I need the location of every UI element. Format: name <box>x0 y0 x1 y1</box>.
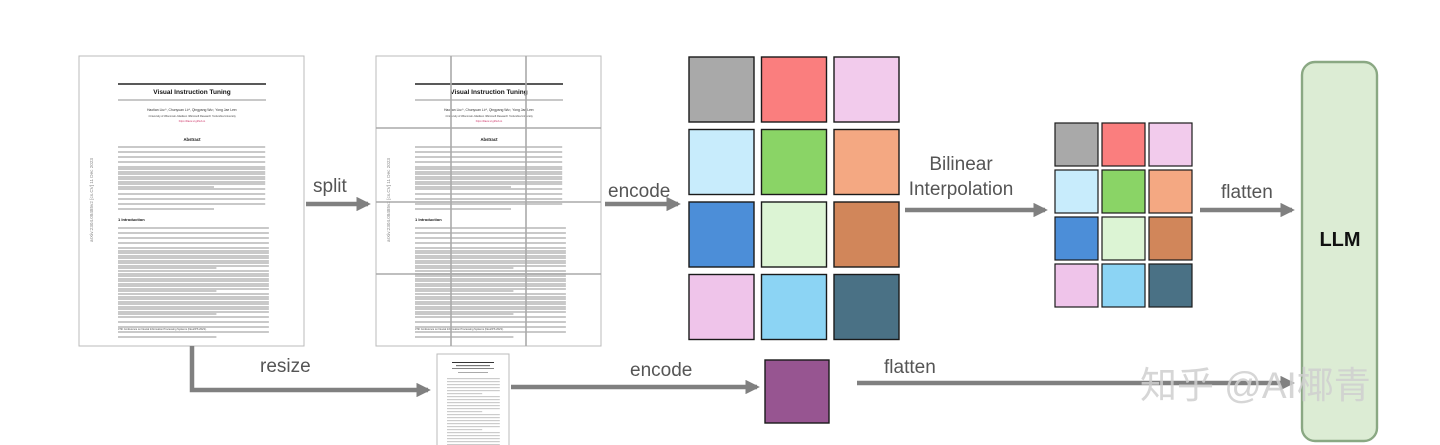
interp-patch-r4-c1 <box>1054 263 1099 308</box>
patch-r1-c1 <box>688 56 755 123</box>
paper-intro-heading: 1 Introduction <box>118 217 145 222</box>
label-resize: resize <box>260 356 311 377</box>
paper-title: Visual Instruction Tuning <box>153 89 230 96</box>
patch-r4-c1 <box>688 273 755 341</box>
arrows <box>189 196 1295 398</box>
paper-page-original: Visual Instruction Tuning Haotian Liu¹*,… <box>78 55 305 347</box>
paper-page-resized <box>436 353 510 445</box>
label-bilinear-line2: Interpolation <box>909 179 1014 200</box>
interp-patch-r4-c2 <box>1101 263 1146 308</box>
interp-patch-r4-c3 <box>1148 263 1193 308</box>
interp-patch-r2-c2 <box>1101 169 1146 214</box>
interp-patch-r2-c3 <box>1148 169 1193 214</box>
interp-patch-r3-c1 <box>1054 216 1099 261</box>
patch-r3-c3 <box>833 201 900 268</box>
split-paper-title: Visual Instruction Tuning <box>450 89 527 96</box>
paper-page-split: Visual Instruction Tuning Haotian Liu¹*,… <box>375 55 602 347</box>
arxiv-stamp: arXiv:2304.08485v2 [cs.CV] 11 Dec 2023 <box>89 158 94 242</box>
paper-abstract-heading: Abstract <box>184 137 202 142</box>
interp-patch-r1-c3 <box>1148 122 1193 167</box>
paper-footer: 37th Conference on Neural Information Pr… <box>118 327 207 331</box>
split-paper-affiliations: ¹University of Wisconsin–Madison ²Micros… <box>445 114 533 118</box>
global-token <box>764 359 830 424</box>
patch-r1-c2 <box>760 56 828 123</box>
patch-r2-c2 <box>760 128 828 196</box>
arrow-resize <box>189 346 431 398</box>
interp-patch-r3-c3 <box>1148 216 1193 261</box>
patch-r4-c3 <box>833 273 900 341</box>
feature-grid-3x4 <box>688 56 900 341</box>
split-paper-authors: Haotian Liu¹*, Chunyuan Li²*, Qingyang W… <box>444 108 535 112</box>
paper-authors: Haotian Liu¹*, Chunyuan Li²*, Qingyang W… <box>147 108 238 112</box>
paper-affiliations: ¹University of Wisconsin–Madison ²Micros… <box>148 114 236 118</box>
llm-label: LLM <box>1319 229 1360 251</box>
interp-patch-r3-c2 <box>1101 216 1146 261</box>
split-paper-intro-heading: 1 Introduction <box>415 217 442 222</box>
patch-r2-c3 <box>833 128 900 196</box>
label-encode-top: encode <box>608 181 670 202</box>
split-paper-url: https://llava-vl.github.io <box>476 119 503 123</box>
label-bilinear-line1: Bilinear <box>929 154 993 175</box>
label-split: split <box>313 176 348 197</box>
interp-patch-r2-c1 <box>1054 169 1099 214</box>
label-flatten-bottom: flatten <box>884 357 936 378</box>
split-paper-abstract-heading: Abstract <box>481 137 499 142</box>
patch-r3-c2 <box>760 201 828 268</box>
interp-patch-r1-c1 <box>1054 122 1099 167</box>
llm-box: LLM <box>1300 60 1379 443</box>
split-grid-lines <box>376 56 601 346</box>
label-encode-bottom: encode <box>630 360 692 381</box>
split-paper-footer: 37th Conference on Neural Information Pr… <box>415 327 504 331</box>
watermark-text: 知乎 @AI椰青 <box>1140 365 1371 406</box>
interp-patch-r1-c2 <box>1101 122 1146 167</box>
patch-r4-c2 <box>760 273 828 341</box>
label-flatten-top: flatten <box>1221 182 1273 203</box>
patch-r1-c3 <box>833 56 900 123</box>
patch-r2-c1 <box>688 128 755 196</box>
split-arxiv-stamp: arXiv:2304.08485v2 [cs.CV] 11 Dec 2023 <box>386 158 391 242</box>
patch-r3-c1 <box>688 201 755 268</box>
feature-grid-interpolated <box>1054 122 1193 308</box>
paper-url: https://llava-vl.github.io <box>179 119 206 123</box>
